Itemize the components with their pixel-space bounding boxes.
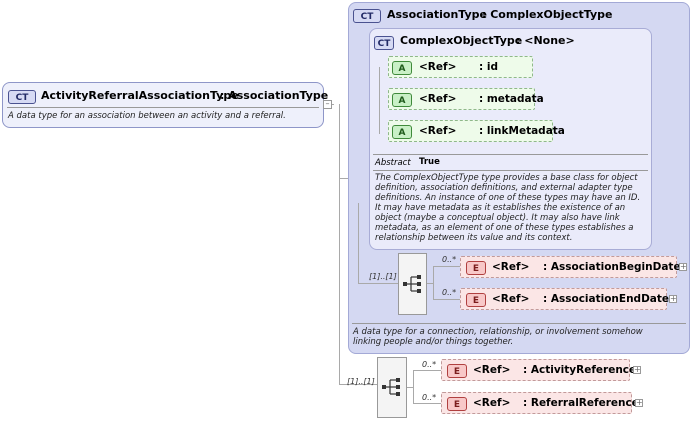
element-name: : ReferralReference <box>523 397 639 409</box>
element-cardinality: 0..* <box>442 255 457 264</box>
complex-object-type-base: : <None> <box>516 34 575 47</box>
complex-type-icon: CT <box>374 36 394 50</box>
connector <box>339 104 340 384</box>
collapse-toggle[interactable]: – <box>323 100 332 109</box>
connector <box>407 387 413 388</box>
connector <box>433 266 460 267</box>
element-ref: <Ref> <box>473 397 511 409</box>
attribute-name: : linkMetadata <box>479 125 565 137</box>
divider <box>352 323 686 324</box>
attribute-id[interactable]: A <Ref> : id <box>388 56 533 78</box>
attribute-icon: A <box>392 93 412 107</box>
connector <box>413 403 441 404</box>
connector <box>339 384 377 385</box>
abstract-label: Abstract <box>375 158 411 168</box>
element-icon: E <box>466 261 486 275</box>
complex-object-type-box[interactable]: CT ComplexObjectType : <None> A <Ref> : … <box>369 28 652 250</box>
connector <box>339 178 349 179</box>
sequence-icon <box>382 378 400 396</box>
sequence-compositor[interactable] <box>398 253 427 315</box>
element-icon: E <box>447 364 467 378</box>
element-ref: <Ref> <box>492 261 530 273</box>
attribute-icon: A <box>392 125 412 139</box>
connector <box>427 283 433 284</box>
divider <box>7 107 319 108</box>
connector <box>358 203 359 283</box>
connector <box>413 370 441 371</box>
attribute-ref: <Ref> <box>419 61 457 73</box>
attribute-ref: <Ref> <box>419 93 457 105</box>
sequence-cardinality: [1]..[1] <box>369 272 397 281</box>
attribute-metadata[interactable]: A <Ref> : metadata <box>388 88 544 110</box>
root-description: A data type for an association between a… <box>8 111 286 121</box>
element-icon: E <box>466 293 486 307</box>
element-referral-reference[interactable]: E <Ref> : ReferralReference <box>441 392 639 414</box>
complex-type-icon: CT <box>353 9 381 23</box>
expand-button[interactable]: + <box>679 262 687 271</box>
sequence-compositor[interactable] <box>377 357 407 418</box>
attribute-name: : metadata <box>479 93 544 105</box>
connector <box>358 283 398 284</box>
root-type-name: ActivityReferralAssociationType <box>41 89 239 102</box>
connector <box>433 299 460 300</box>
element-activity-reference[interactable]: E <Ref> : ActivityReference <box>441 359 636 381</box>
association-type-base: : ComplexObjectType <box>482 8 613 21</box>
abstract-value: True <box>419 157 440 167</box>
association-type-box[interactable]: CT AssociationType : ComplexObjectType C… <box>348 2 690 354</box>
element-cardinality: 0..* <box>422 393 437 402</box>
attribute-link-metadata[interactable]: A <Ref> : linkMetadata <box>388 120 565 142</box>
element-association-end-date[interactable]: E <Ref> : AssociationEndDate <box>460 288 670 310</box>
element-ref: <Ref> <box>492 293 530 305</box>
sequence-cardinality: [1]..[1] <box>347 377 375 386</box>
association-type-description: A data type for a connection, relationsh… <box>353 327 643 347</box>
expand-button[interactable]: + <box>635 398 643 407</box>
complex-object-type-description: The ComplexObjectType type provides a ba… <box>375 173 641 243</box>
connector <box>413 370 414 403</box>
element-ref: <Ref> <box>473 364 511 376</box>
divider <box>373 170 648 171</box>
element-cardinality: 0..* <box>442 288 457 297</box>
expand-button[interactable]: + <box>633 365 641 374</box>
attribute-name: : id <box>479 61 498 73</box>
connector <box>433 266 434 299</box>
element-icon: E <box>447 397 467 411</box>
element-cardinality: 0..* <box>422 360 437 369</box>
attribute-ref: <Ref> <box>419 125 457 137</box>
attribute-icon: A <box>392 61 412 75</box>
divider <box>373 154 648 155</box>
sequence-icon <box>403 275 421 293</box>
root-type-base: : AssociationType <box>220 89 329 102</box>
element-association-begin-date[interactable]: E <Ref> : AssociationBeginDate <box>460 256 681 278</box>
expand-button[interactable]: + <box>669 294 677 303</box>
root-complex-type[interactable]: CT ActivityReferralAssociationType : Ass… <box>2 82 328 128</box>
complex-object-type-name: ComplexObjectType <box>400 34 523 47</box>
association-type-name: AssociationType <box>387 8 487 21</box>
complex-type-icon: CT <box>8 90 36 104</box>
element-name: : ActivityReference <box>523 364 637 376</box>
connector <box>379 67 380 134</box>
element-name: : AssociationBeginDate <box>543 261 681 273</box>
element-name: : AssociationEndDate <box>543 293 670 305</box>
